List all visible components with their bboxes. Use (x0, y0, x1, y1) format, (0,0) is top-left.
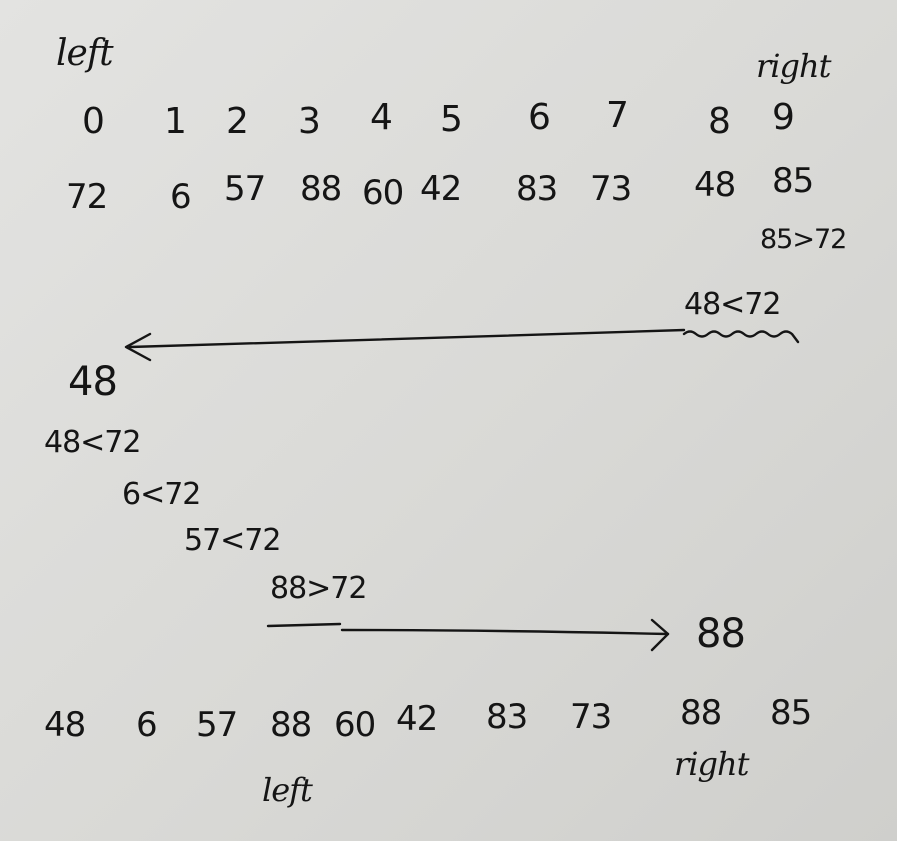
array-cell: 88 (680, 693, 722, 733)
index-cell: 9 (772, 97, 795, 138)
underline-short (266, 622, 342, 628)
array-cell: 88 (270, 705, 312, 745)
array-cell: 48 (694, 165, 736, 205)
array-cell: 57 (224, 169, 266, 209)
array-cell: 85 (772, 161, 814, 201)
right-pointer-label-bottom: right (674, 745, 749, 783)
index-cell: 5 (440, 99, 463, 140)
comparison-note: 85>72 (760, 224, 847, 255)
moved-value-right: 88 (696, 611, 746, 657)
comparison-note: 48<72 (684, 287, 781, 322)
arrow-right-line (340, 628, 670, 636)
array-cell: 42 (396, 699, 438, 739)
array-cell: 83 (486, 697, 528, 737)
array-cell: 85 (770, 693, 812, 733)
left-pointer-label-top: left (56, 33, 114, 74)
array-cell: 42 (420, 169, 462, 209)
arrow-right-head (650, 618, 670, 652)
array-cell: 60 (334, 705, 376, 745)
index-cell: 1 (164, 101, 187, 142)
right-pointer-label-top: right (756, 47, 831, 85)
array-cell: 6 (170, 177, 192, 217)
comparison-note: 6<72 (122, 477, 201, 512)
index-cell: 3 (298, 101, 321, 142)
array-cell: 6 (136, 705, 158, 745)
comparison-note: 57<72 (184, 523, 281, 558)
moved-value-left: 48 (68, 359, 118, 405)
arrow-left-head (124, 332, 152, 362)
arrow-left-line (128, 328, 686, 349)
index-cell: 8 (708, 101, 731, 142)
array-cell: 83 (516, 169, 558, 209)
array-cell: 57 (196, 705, 238, 745)
array-cell: 72 (66, 177, 108, 217)
index-cell: 4 (370, 97, 393, 138)
index-cell: 7 (606, 95, 629, 136)
array-cell: 48 (44, 705, 86, 745)
comparison-note: 48<72 (44, 425, 141, 460)
index-cell: 2 (226, 101, 249, 142)
index-cell: 6 (528, 97, 551, 138)
index-cell: 0 (82, 101, 105, 142)
array-cell: 88 (300, 169, 342, 209)
array-cell: 60 (362, 173, 404, 213)
array-cell: 73 (570, 697, 612, 737)
comparison-note: 88>72 (270, 571, 367, 606)
left-pointer-label-bottom: left (262, 771, 313, 809)
array-cell: 73 (590, 169, 632, 209)
wavy-underline (682, 330, 800, 344)
